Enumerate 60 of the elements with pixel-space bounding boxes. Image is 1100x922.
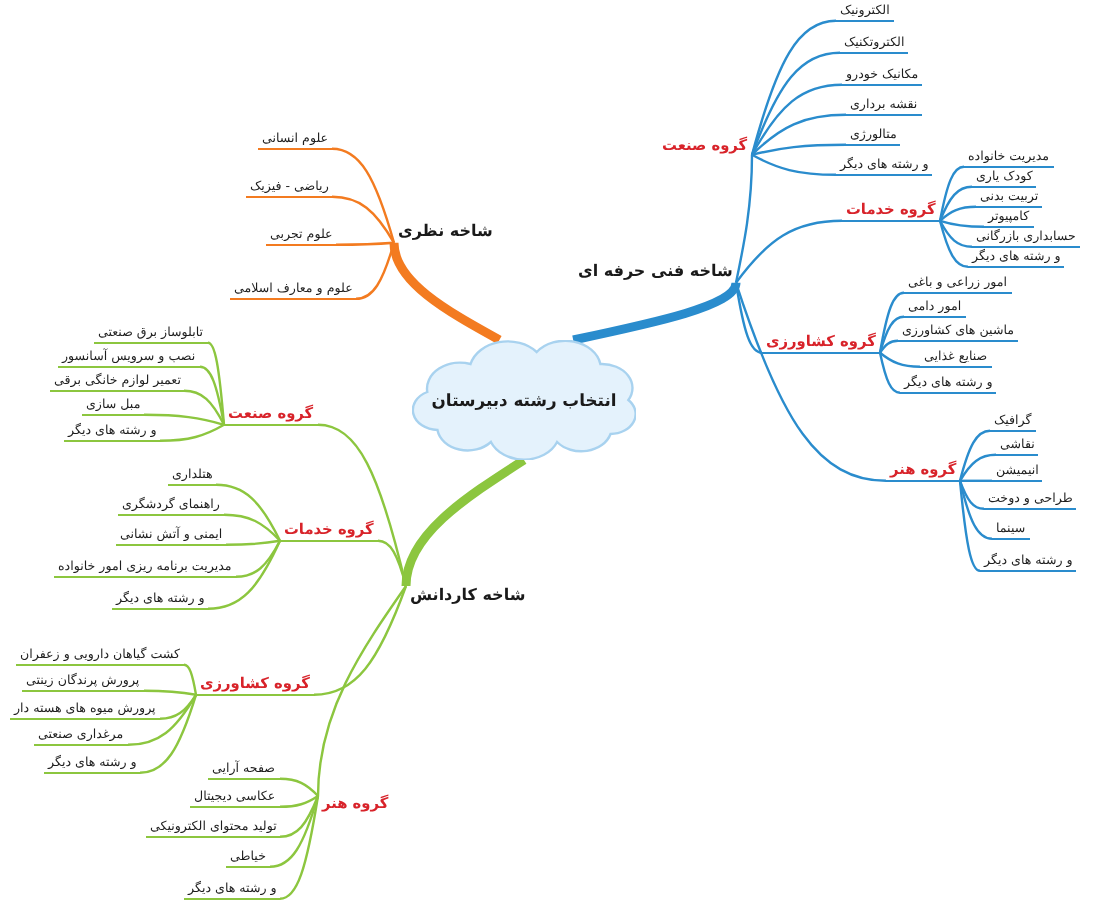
connector-line (939, 219, 984, 228)
connector-line (958, 453, 997, 482)
connector-line (938, 220, 969, 268)
connector-line (751, 153, 836, 176)
connector-line (127, 694, 198, 746)
connector-line (734, 282, 763, 354)
connector-line (879, 339, 899, 354)
connector-line (159, 694, 197, 720)
connector-line (751, 113, 847, 156)
connector-line (183, 389, 226, 426)
connector-line (215, 483, 282, 542)
connector-line (878, 352, 901, 394)
connector-line (207, 540, 282, 610)
connector-line (735, 219, 843, 284)
connector-line (938, 185, 973, 222)
connector-line (269, 795, 320, 868)
connector-line (313, 585, 408, 696)
connector-line (279, 795, 320, 900)
connector-line (144, 413, 225, 426)
connector-line (958, 429, 991, 482)
connector-line (958, 480, 985, 510)
cloud-node (412, 340, 636, 460)
connector-line (879, 351, 921, 368)
connector-line (183, 663, 198, 695)
connector-line (750, 83, 843, 156)
connector-line (279, 777, 319, 797)
connector-line (144, 689, 197, 696)
main-branch-line (572, 281, 741, 345)
branch-label: شاخه کاردانش (406, 586, 530, 608)
main-branch-line (389, 242, 502, 344)
connector-line (750, 19, 837, 156)
connector-line (207, 341, 226, 425)
connector-line (223, 513, 281, 542)
connector-line (938, 220, 973, 248)
branch-label: شاخه فنی حرفه ای (574, 262, 737, 284)
connector-line (279, 795, 319, 808)
connector-line (336, 241, 395, 246)
connector-line (878, 315, 905, 354)
connector-line (734, 282, 887, 482)
connector-line (331, 195, 396, 244)
connector-line (235, 540, 282, 578)
connector-line (750, 51, 841, 156)
main-branch-line (401, 456, 527, 587)
connector-line (734, 154, 754, 284)
connector-line (139, 694, 198, 774)
connector-line (958, 480, 993, 540)
connector-line (960, 479, 992, 482)
connector-line (958, 480, 981, 572)
connector-line (279, 795, 320, 838)
connector-line (751, 143, 846, 156)
connector-line (938, 165, 965, 222)
connector-line (331, 147, 396, 244)
connector-line (160, 423, 225, 442)
central-topic-text: انتخاب رشته دبیرستان (431, 389, 617, 411)
connector-line (939, 205, 977, 222)
branch-label: شاخه نظری (394, 222, 497, 244)
connector-line (878, 291, 905, 353)
connector-line (316, 585, 407, 797)
connector-line (199, 365, 226, 425)
connector-line (226, 539, 281, 546)
